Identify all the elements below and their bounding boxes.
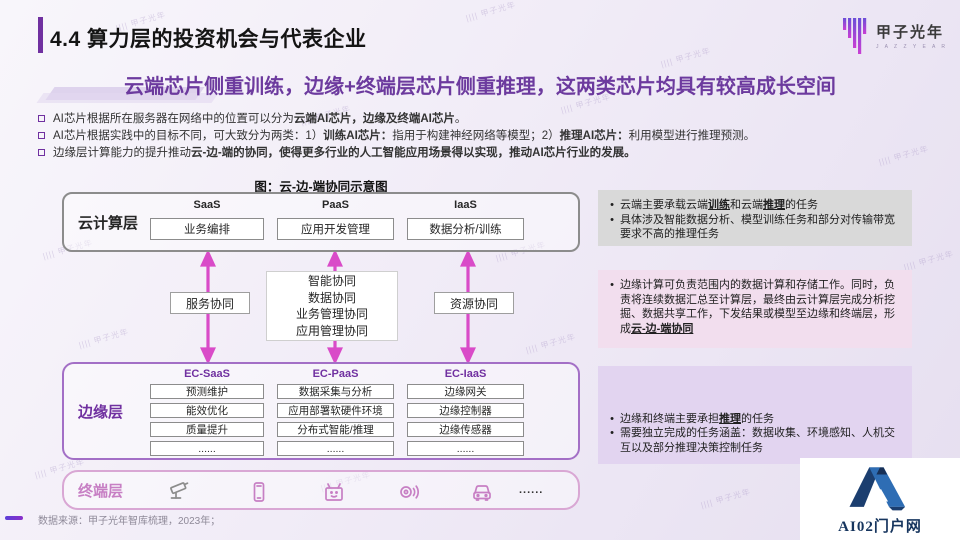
cloud-column-header: PaaS xyxy=(322,199,349,211)
note-bullet: • 边缘计算可负责范围内的数据计算和存储工作。同时，负责将连续数据汇总至计算层，… xyxy=(604,278,902,336)
diagram-caption: 图：云-边-端协同示意图 xyxy=(254,180,388,194)
footer-accent-dash xyxy=(5,516,23,520)
sync-line: 数据协同 xyxy=(307,290,356,305)
tv-icon xyxy=(325,483,343,501)
bullet-text: AI芯片根据实践中的目标不同，可大致分为两类：1）训练AI芯片：指用于构建神经网… xyxy=(53,130,756,142)
sync-line: 业务管理协同 xyxy=(295,307,368,321)
bullet-text: AI芯片根据所在服务器在网络中的位置可以分为云端AI芯片，边缘及终端AI芯片。 xyxy=(53,113,467,125)
middle-sync-label: 智能协同 数据协同 业务管理协同 应用管理协同 xyxy=(266,271,398,341)
edge-item-box: 边缘控制器 xyxy=(407,403,524,418)
smartphone-icon xyxy=(253,482,265,502)
cloud-note-box: • 云端主要承载云端训练和云端推理的任务 • 具体涉及智能数据分析、模型训练任务… xyxy=(598,190,912,246)
note-text: 需要独立完成的任务涵盖：数据收集、环境感知、人机交互以及部分推理决策控制任务 xyxy=(620,427,895,454)
note-text: 边缘和终端主要承担推理的任务 xyxy=(620,412,774,425)
edge-item-box: 数据采集与分析 xyxy=(277,384,394,399)
note-text: 边缘计算可负责范围内的数据计算和存储工作。同时，负责将连续数据汇总至计算层，最终… xyxy=(620,279,895,335)
cloud-layer-label: 云计算层 xyxy=(78,214,139,232)
cloud-layer-container: 云计算层 SaaS PaaS IaaS 业务编排 应用开发管理 数据分析/训练 xyxy=(62,192,580,252)
brand-bars-icon xyxy=(843,18,867,54)
ai02-watermark: AI02门户网 xyxy=(800,458,960,540)
note-bullet: • 需要独立完成的任务涵盖：数据收集、环境感知、人机交互以及部分推理决策控制任务 xyxy=(604,426,902,455)
bullet-list: AI芯片根据所在服务器在网络中的位置可以分为云端AI芯片，边缘及终端AI芯片。 … xyxy=(38,112,938,163)
speaker-icon xyxy=(400,485,419,499)
edge-item-box: 边缘传感器 xyxy=(407,422,524,437)
edge-item-box: ...... xyxy=(407,441,524,456)
ai02-logo-icon xyxy=(849,467,906,511)
sync-line: 应用管理协同 xyxy=(295,323,368,338)
edge-note-box: • 边缘计算可负责范围内的数据计算和存储工作。同时，负责将连续数据汇总至计算层，… xyxy=(598,270,912,348)
edge-column-header: EC-PaaS xyxy=(312,368,359,380)
terminal-more-dots: ...... xyxy=(519,484,544,496)
bullet-item: AI芯片根据所在服务器在网络中的位置可以分为云端AI芯片，边缘及终端AI芯片。 xyxy=(38,112,938,127)
square-bullet-icon xyxy=(38,115,45,123)
edge-item-box: 边缘网关 xyxy=(407,384,524,399)
edge-layer-container: 边缘层 EC-SaaS EC-PaaS EC-IaaS 预测维护 能效优化 质量… xyxy=(62,362,580,460)
bullet-item: 边缘层计算能力的提升推动云-边-端的协同，使得更多行业的人工智能应用场景得以实现… xyxy=(38,146,938,161)
terminal-layer-label: 终端层 xyxy=(78,482,124,500)
edge-item-box: 应用部署软硬件环境 xyxy=(277,403,394,418)
resource-sync-label: 资源协同 xyxy=(434,292,514,314)
dot-bullet: • xyxy=(610,412,614,425)
brand-subtitle: J A Z Z Y E A R xyxy=(876,43,948,50)
edge-item-box: 质量提升 xyxy=(150,422,264,437)
car-icon xyxy=(473,485,491,501)
edge-column-header: EC-SaaS xyxy=(184,368,230,380)
terminal-layer-container: 终端层 xyxy=(62,470,580,510)
sync-line: 智能协同 xyxy=(307,274,356,288)
cloud-column-header: SaaS xyxy=(193,199,221,211)
dot-bullet: • xyxy=(610,199,614,211)
square-bullet-icon xyxy=(38,132,45,140)
slide-subtitle: 云端芯片侧重训练，边缘+终端层芯片侧重推理，这两类芯片均具有较高成长空间 xyxy=(124,76,836,98)
cloud-column-header: IaaS xyxy=(454,199,477,211)
note-text: 云端主要承载云端训练和云端推理的任务 xyxy=(620,199,818,211)
watermark: |||| 甲子光年 xyxy=(699,487,752,510)
note-bullet: • 具体涉及智能数据分析、模型训练任务和部分对传输带宽要求不高的推理任务 xyxy=(604,213,902,242)
dot-bullet: • xyxy=(610,279,614,291)
page-title: 4.4 算力层的投资机会与代表企业 xyxy=(50,28,367,51)
data-source-note: 数据来源：甲子光年智库梳理，2023年； xyxy=(38,516,221,527)
brand-logo: 甲子光年 J A Z Z Y E A R xyxy=(843,16,948,54)
ai02-logo-text: AI02门户网 xyxy=(838,519,922,535)
note-bullet: • 边缘和终端主要承担推理的任务 xyxy=(604,412,902,427)
dot-bullet: • xyxy=(610,427,614,439)
title-accent-bar xyxy=(38,17,43,53)
cloud-item-box: 数据分析/训练 xyxy=(407,218,524,240)
edge-item-box: 预测维护 xyxy=(150,384,264,399)
cloud-item-box: 应用开发管理 xyxy=(277,218,394,240)
note-bullet: • 云端主要承载云端训练和云端推理的任务 xyxy=(604,198,902,213)
dot-bullet: • xyxy=(610,213,614,226)
watermark: |||| 甲子光年 xyxy=(659,46,712,69)
edge-item-box: 分布式智能/推理 xyxy=(277,422,394,437)
cctv-camera-icon xyxy=(170,482,189,499)
cloud-item-box: 业务编排 xyxy=(150,218,264,240)
bullet-text: 边缘层计算能力的提升推动云-边-端的协同，使得更多行业的人工智能应用场景得以实现… xyxy=(53,147,636,159)
brand-name: 甲子光年 xyxy=(876,24,945,41)
edge-item-box: ...... xyxy=(277,441,394,456)
square-bullet-icon xyxy=(38,149,45,157)
service-sync-label: 服务协同 xyxy=(170,292,250,314)
edge-item-box: 能效优化 xyxy=(150,403,264,418)
note-text: 具体涉及智能数据分析、模型训练任务和部分对传输带宽要求不高的推理任务 xyxy=(620,213,895,241)
edge-layer-label: 边缘层 xyxy=(78,403,124,421)
watermark: |||| 甲子光年 xyxy=(464,0,517,23)
bullet-item: AI芯片根据实践中的目标不同，可大致分为两类：1）训练AI芯片：指用于构建神经网… xyxy=(38,129,938,144)
edge-column-header: EC-IaaS xyxy=(444,368,487,380)
terminal-note-box: • 边缘和终端主要承担推理的任务 • 需要独立完成的任务涵盖：数据收集、环境感知… xyxy=(598,366,912,464)
edge-item-box: ...... xyxy=(150,441,264,456)
